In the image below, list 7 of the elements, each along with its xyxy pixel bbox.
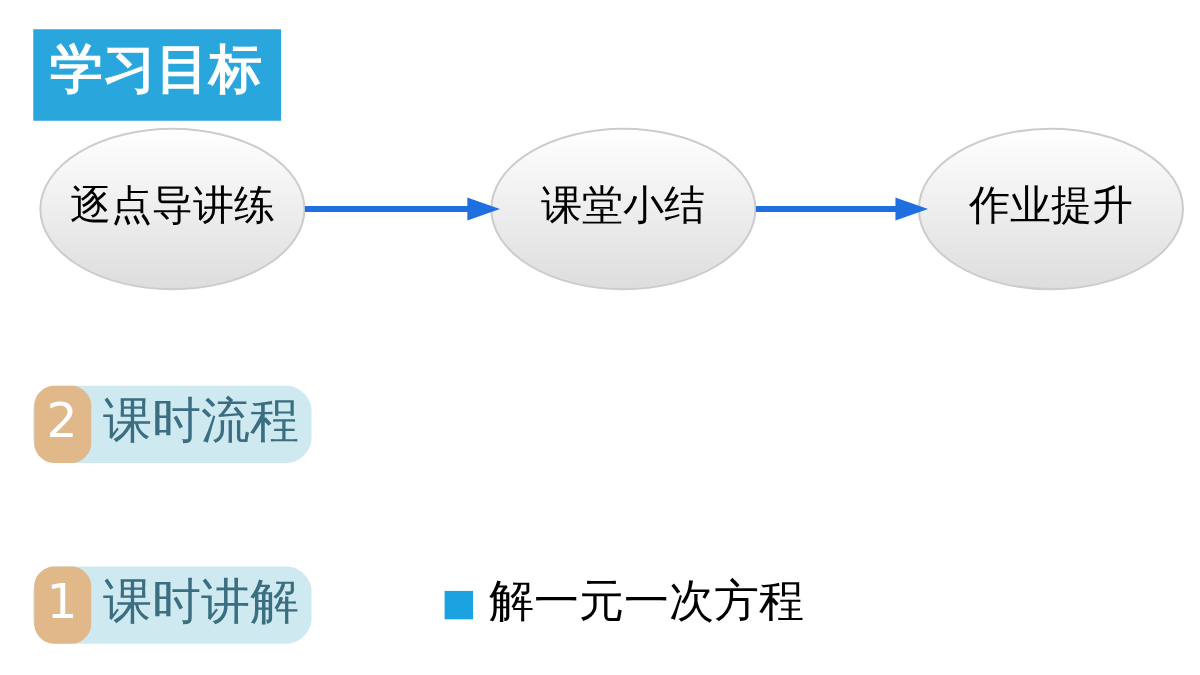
arrow: [755, 197, 929, 221]
node-ellipse: 课堂小结: [490, 127, 757, 291]
node-ellipse: 作业提升: [917, 127, 1184, 291]
arrow: [304, 197, 500, 221]
label: 解一元一次方程: [489, 575, 805, 628]
diagram-title: 学习目标: [49, 37, 262, 99]
node-ellipse: 逐点导讲练: [39, 127, 306, 291]
